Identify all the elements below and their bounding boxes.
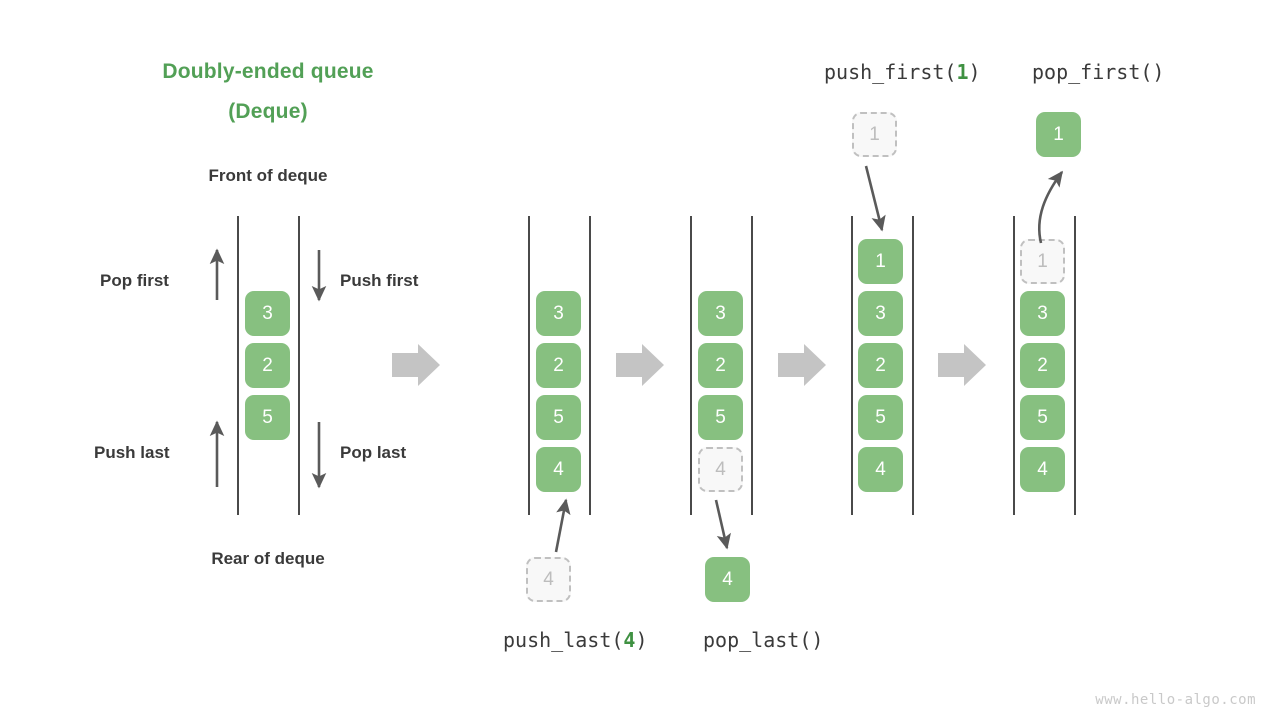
rail-left-panel5: [1013, 216, 1015, 515]
page-title-line1: Doubly-ended queue: [162, 60, 374, 83]
push-first-label: Push first: [340, 271, 419, 290]
ghost-cell-push-first: 1: [852, 112, 897, 157]
rail-left-panel2: [528, 216, 530, 515]
cell-panel4-1: 3: [858, 291, 903, 336]
push-last-caption-name: push_last(: [503, 628, 624, 652]
pop-first-caption: pop_first(): [1032, 60, 1165, 84]
push-last-caption-arg: 4: [623, 628, 636, 652]
page-title-line2: (Deque): [228, 100, 308, 123]
front-of-deque-label: Front of deque: [208, 166, 328, 185]
cell-panel2-2: 5: [536, 395, 581, 440]
cell-panel5-2: 2: [1020, 343, 1065, 388]
cell-panel5-1: 3: [1020, 291, 1065, 336]
push-first-motion-arrow: [864, 165, 886, 232]
cell-panel2-1: 2: [536, 343, 581, 388]
push-first-caption-close: ): [968, 60, 981, 84]
rail-left-panel1: [237, 216, 239, 515]
flow-arrow-1: [392, 344, 440, 386]
ghost-cell-push-last: 4: [526, 557, 571, 602]
cell-popped-first: 1: [1036, 112, 1081, 157]
flow-arrow-3: [778, 344, 826, 386]
ghost-cell-pop-last: 4: [698, 447, 743, 492]
rail-right-panel1: [298, 216, 300, 515]
push-last-caption: push_last(4): [503, 628, 648, 652]
pop-first-motion-arrow: [1037, 170, 1064, 244]
cell-panel4-2: 2: [858, 343, 903, 388]
rail-right-panel4: [912, 216, 914, 515]
rail-left-panel3: [690, 216, 692, 515]
rail-right-panel2: [589, 216, 591, 515]
pop-last-label: Pop last: [340, 443, 407, 462]
rear-of-deque-label: Rear of deque: [211, 549, 325, 568]
rail-right-panel3: [751, 216, 753, 515]
flow-arrow-4: [938, 344, 986, 386]
cell-panel5-3: 5: [1020, 395, 1065, 440]
rail-left-panel4: [851, 216, 853, 515]
pop-first-label: Pop first: [100, 271, 169, 290]
cell-panel3-2: 5: [698, 395, 743, 440]
cell-popped-last: 4: [705, 557, 750, 602]
push-first-caption-name: push_first(: [824, 60, 957, 84]
cell-panel2-3: 4: [536, 447, 581, 492]
cell-panel1-0: 3: [245, 291, 290, 336]
cell-panel4-4: 4: [858, 447, 903, 492]
push-first-caption-arg: 1: [956, 60, 969, 84]
cell-panel2-0: 3: [536, 291, 581, 336]
cell-panel3-0: 3: [698, 291, 743, 336]
pop-last-caption: pop_last(): [703, 628, 824, 652]
rail-right-panel5: [1074, 216, 1076, 515]
cell-panel4-3: 5: [858, 395, 903, 440]
cell-panel4-0: 1: [858, 239, 903, 284]
pop-last-motion-arrow: [714, 499, 731, 550]
watermark: www.hello-algo.com: [1095, 692, 1256, 708]
cell-panel3-1: 2: [698, 343, 743, 388]
push-last-motion-arrow: [554, 498, 571, 553]
cell-panel5-4: 4: [1020, 447, 1065, 492]
cell-panel1-1: 2: [245, 343, 290, 388]
cell-panel1-2: 5: [245, 395, 290, 440]
push-first-caption: push_first(1): [824, 60, 981, 84]
push-last-caption-close: ): [635, 628, 648, 652]
flow-arrow-2: [616, 344, 664, 386]
push-last-label: Push last: [94, 443, 170, 462]
ghost-cell-pop-first: 1: [1020, 239, 1065, 284]
